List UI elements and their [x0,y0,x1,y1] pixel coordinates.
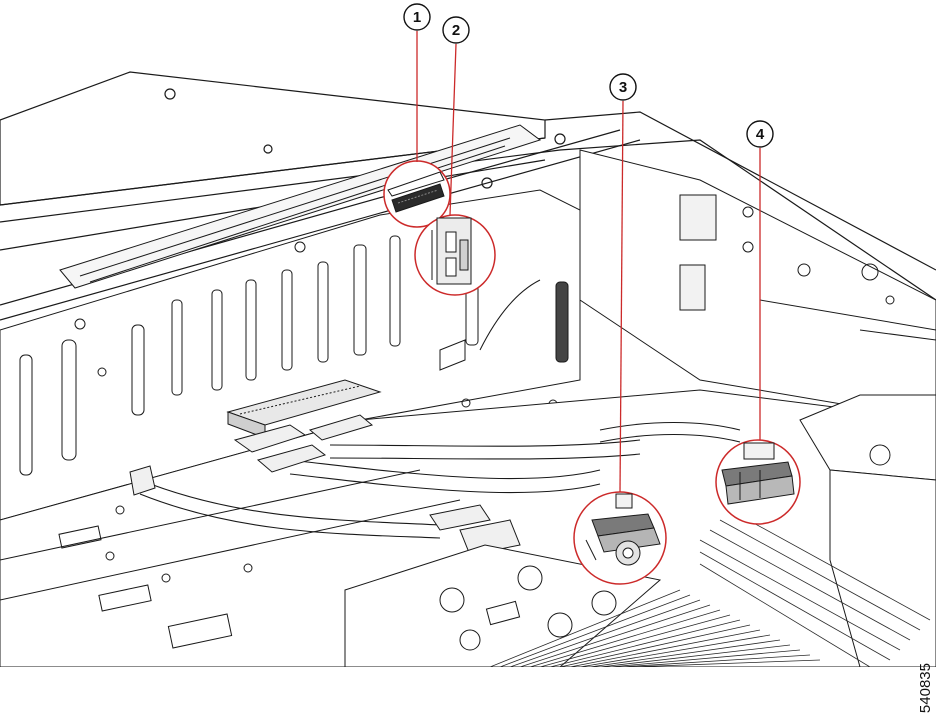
heatsink-rear [699,394,936,667]
callout-3-detail [573,491,667,585]
server-chassis-illustration: 1 2 3 4 [0,3,936,667]
callout-badge-3: 3 [609,73,637,101]
callout-leader-lines [416,31,761,493]
callout-badge-2: 2 [442,16,470,44]
heatsink-front [344,544,821,667]
leader-line-2 [449,43,457,216]
right-side-wall [579,149,936,421]
figure-id-text: 540835 [917,663,934,713]
callout-badge-4: 4 [746,120,774,148]
callout-4-detail [715,439,801,525]
chassis-cover [0,71,936,361]
callout-badge-1: 1 [403,3,431,31]
callout-label-3: 3 [619,79,627,96]
cables [139,421,741,539]
figure-id: 540835 [884,646,934,713]
callout-label-4: 4 [756,126,765,143]
callout-label-1: 1 [413,9,421,26]
callout-label-2: 2 [452,22,460,39]
leader-line-3 [619,100,624,493]
callout-2-detail [414,214,496,296]
callout-1-detail [383,160,451,228]
cable-connectors [129,414,521,556]
